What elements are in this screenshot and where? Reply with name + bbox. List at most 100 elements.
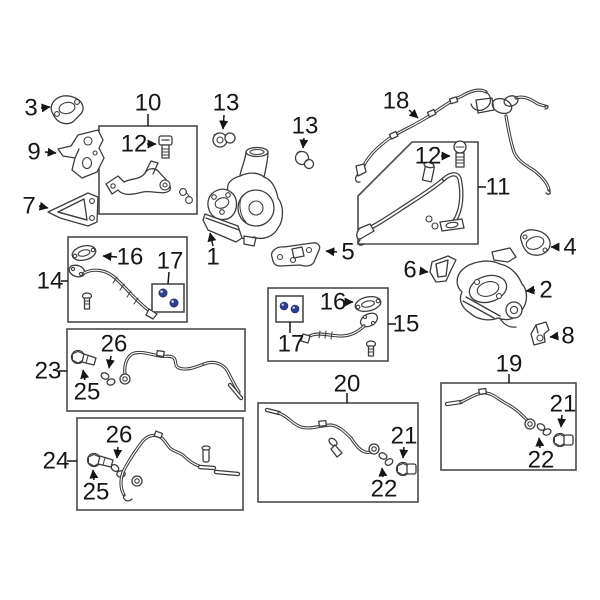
callout-3-arrow	[40, 103, 51, 113]
part-16-gasket-box15	[354, 295, 382, 313]
callout-21b: 21	[550, 391, 577, 418]
callout-19: 19	[496, 351, 523, 378]
callout-17a: 17	[157, 248, 184, 275]
part-8-bracket	[530, 321, 550, 346]
callout-13b-arrow	[299, 137, 309, 149]
oring	[290, 304, 300, 314]
callout-17b: 17	[278, 331, 305, 358]
callout-7: 7	[22, 193, 35, 220]
callout-5-arrow	[325, 247, 338, 257]
callout-6-arrow	[419, 266, 429, 276]
part-3-gasket	[50, 95, 84, 125]
part-22-orings-box20	[378, 452, 394, 466]
callout-9-arrow	[44, 147, 57, 157]
part-14-oil-hose	[68, 264, 158, 320]
part-12-bolt-box10	[158, 135, 173, 159]
part-26-orings-box23	[100, 372, 116, 386]
callout-13a: 13	[213, 90, 240, 117]
kit-box-14	[67, 236, 188, 323]
part-13-fitting-left	[212, 132, 236, 148]
callout-23: 23	[35, 358, 62, 385]
part-25-fitting-box24	[86, 452, 114, 468]
part-10-oil-tube	[105, 160, 171, 196]
part-23-tube	[119, 349, 244, 401]
callout-15: 15	[393, 311, 420, 338]
oring-highlight	[171, 300, 174, 303]
callout-1: 1	[206, 244, 219, 271]
callout-18-arrow	[408, 109, 419, 119]
callout-22b-arrow	[535, 437, 545, 449]
callout-13b: 13	[292, 113, 319, 140]
part-5-bracket	[270, 242, 321, 267]
part-2-turbo-assembly	[456, 247, 528, 328]
part-12-bolt-box11	[453, 140, 467, 168]
callout-4: 4	[563, 234, 576, 261]
callout-22a-arrow	[378, 467, 388, 478]
part-9-bracket	[57, 129, 105, 179]
callout-12b: 12	[415, 143, 442, 170]
part-20-tube	[264, 407, 380, 458]
callout-1-arrow	[207, 232, 217, 247]
callout-21a-arrow	[399, 446, 409, 459]
callout-9: 9	[27, 139, 40, 166]
part-15-oil-hose	[300, 312, 379, 357]
callout-20: 20	[334, 371, 361, 398]
callout-11: 11	[486, 174, 511, 201]
callout-21a: 21	[391, 423, 418, 450]
callout-3: 3	[24, 95, 37, 122]
kit-box-11	[357, 141, 479, 245]
part-22-orings-box19	[536, 423, 552, 436]
part-25-fitting-box23	[70, 349, 97, 366]
oring	[279, 301, 289, 311]
part-7-bracket	[47, 192, 99, 227]
part-17-orings-box15	[279, 301, 300, 314]
callout-18: 18	[383, 88, 410, 115]
part-16-gasket-box14	[71, 244, 97, 262]
callout-22b: 22	[528, 447, 555, 474]
oring	[158, 288, 168, 298]
callout-16b: 16	[320, 289, 347, 316]
kit-box-17a	[151, 283, 185, 313]
callout-6: 6	[403, 257, 416, 284]
callout-5: 5	[341, 239, 354, 266]
callout-25a: 25	[74, 379, 101, 406]
callout-24: 24	[43, 448, 70, 475]
callout-leaders	[38, 103, 567, 481]
callout-14: 14	[37, 268, 64, 295]
part-21-fitting-box20	[395, 461, 417, 477]
part-6-bracket	[429, 255, 457, 283]
callout-13a-arrow	[219, 114, 229, 130]
part-4-gasket	[520, 229, 551, 256]
callout-22a: 22	[371, 476, 398, 503]
callout-25b: 25	[83, 479, 110, 506]
callout-7-arrow	[38, 201, 49, 211]
part-13-fitting-right	[294, 150, 315, 170]
kit-box-24	[76, 417, 244, 511]
callout-26b-arrow	[113, 446, 123, 459]
callout-25a-arrow	[80, 369, 90, 381]
oring-highlight	[160, 290, 163, 293]
oring	[169, 298, 179, 308]
callout-26b: 26	[106, 422, 133, 449]
kit-box-20	[257, 402, 419, 503]
callout-8: 8	[561, 323, 574, 350]
callout-26a-arrow	[105, 355, 115, 369]
callout-8-arrow	[549, 331, 559, 341]
callout-26a: 26	[101, 331, 128, 358]
oring-highlight	[281, 303, 284, 306]
callout-21b-arrow	[557, 414, 567, 428]
part-24-tube	[119, 430, 241, 502]
callout-2: 2	[539, 277, 552, 304]
part-21-fitting-box19	[552, 432, 574, 448]
part-19-tube	[444, 387, 536, 430]
part-18-harness	[354, 88, 551, 195]
part-17-orings-box14	[158, 288, 179, 308]
part-1-turbocharger	[202, 146, 284, 247]
callout-10: 10	[135, 90, 162, 117]
oring-highlight	[292, 306, 295, 309]
kit-box-23	[66, 328, 246, 412]
part-11-pressure-tube	[356, 161, 465, 246]
callout-25b-arrow	[89, 469, 99, 481]
